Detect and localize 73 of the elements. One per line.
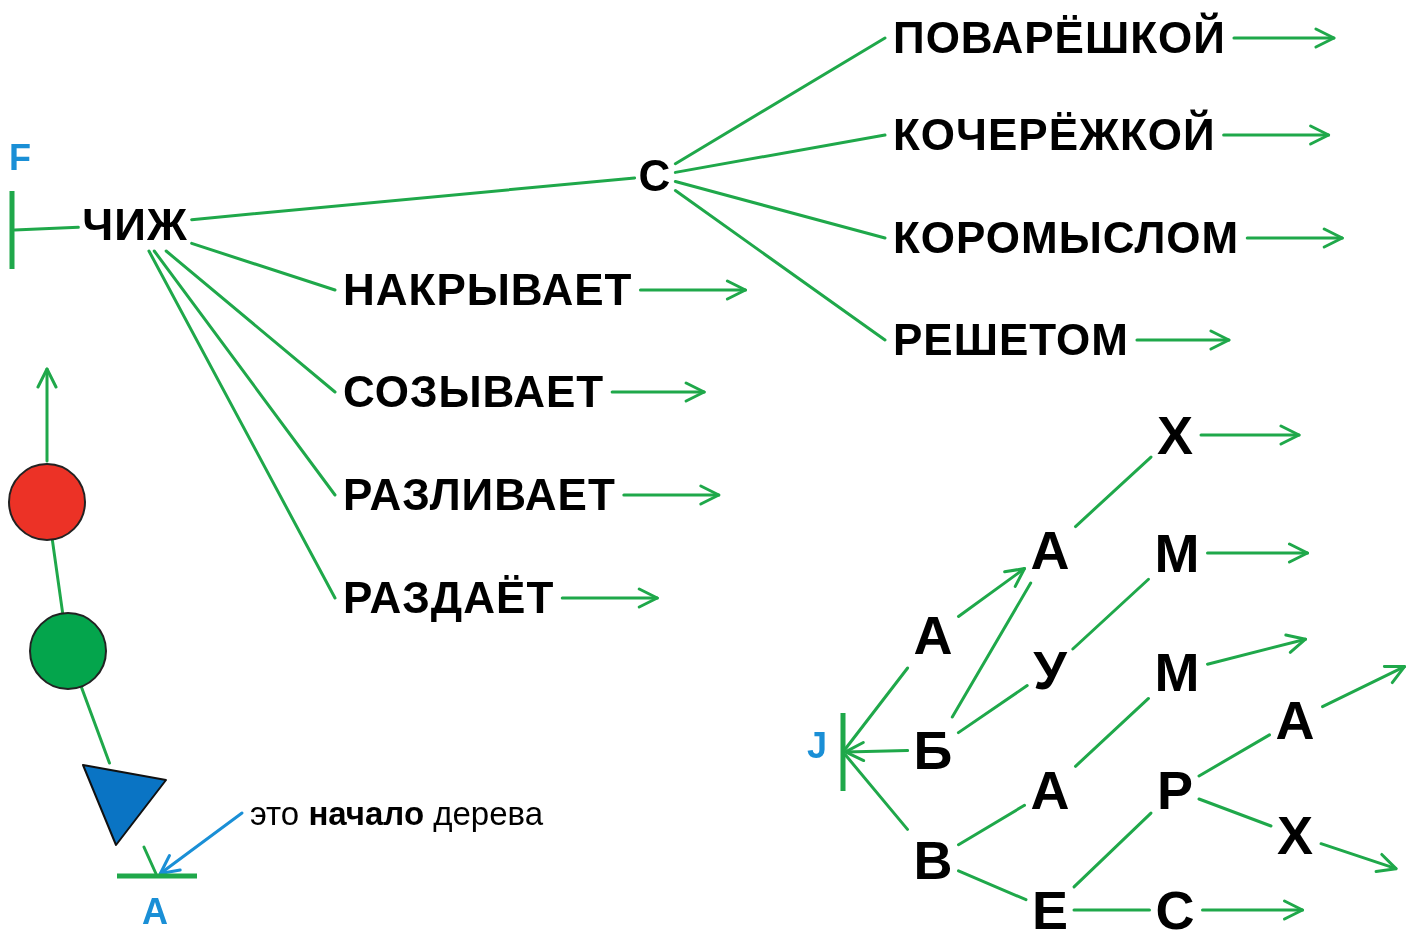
- connector-line: [190, 176, 637, 222]
- arrow: [638, 279, 747, 301]
- arrow: [844, 741, 910, 763]
- arrow: [957, 567, 1026, 618]
- connector-line: [1074, 696, 1150, 768]
- tree-word: НАКРЫВАЕТ: [343, 268, 633, 312]
- arrow: [1199, 424, 1301, 446]
- connector-line: [956, 684, 1029, 735]
- tree-letter: Б: [913, 723, 953, 777]
- triangle-node: [81, 763, 169, 847]
- tree-letter: М: [1154, 526, 1200, 580]
- arrow: [1232, 27, 1336, 49]
- tree-letter: А: [913, 608, 953, 662]
- root-bar: [840, 713, 846, 791]
- tree-letter: А: [1030, 523, 1070, 577]
- tree-tag: F: [9, 140, 31, 176]
- tree-letter: С: [1155, 883, 1195, 937]
- connector-line: [673, 180, 887, 240]
- arrow: [610, 381, 706, 403]
- arrow: [622, 484, 721, 506]
- tree-word: РАЗДАЁТ: [343, 576, 555, 620]
- connector-line: [950, 581, 1033, 719]
- connector-line: [1197, 797, 1273, 828]
- connector-line: [957, 803, 1026, 847]
- connector-line: [1074, 455, 1153, 529]
- connector-line: [1072, 811, 1153, 889]
- tree-letter: У: [1033, 643, 1067, 697]
- tree-letter: А: [1030, 763, 1070, 817]
- tree-letter: В: [913, 833, 953, 887]
- tree-letter: М: [1154, 645, 1200, 699]
- connector-line: [1071, 577, 1150, 651]
- connector-line: [164, 249, 337, 394]
- connector-line: [147, 249, 337, 600]
- tree-word: РЕШЕТОМ: [893, 318, 1129, 362]
- arrow: [1321, 664, 1406, 709]
- tree-word: КОРОМЫСЛОМ: [893, 216, 1240, 260]
- tree-letter: Р: [1157, 763, 1193, 817]
- connector-line: [1072, 908, 1151, 912]
- connector-line: [190, 241, 337, 292]
- connector-line: [673, 36, 887, 166]
- arrow: [1135, 329, 1231, 351]
- note-text: это начало дерева: [250, 796, 544, 830]
- arrow: [1245, 227, 1344, 249]
- connector-line: [673, 189, 887, 342]
- tree-letter: А: [1275, 693, 1315, 747]
- arrow: [1206, 633, 1307, 666]
- tree-word: С: [638, 154, 672, 198]
- connector-line: [1197, 733, 1271, 778]
- arrow: [560, 587, 659, 609]
- tree-letter: Х: [1157, 408, 1193, 462]
- tree-word: РАЗЛИВАЕТ: [343, 473, 616, 517]
- arrow: [1319, 842, 1398, 873]
- arrow: [1201, 899, 1304, 921]
- tree-word: ЧИЖ: [82, 203, 188, 247]
- tree-word: СОЗЫВАЕТ: [343, 370, 605, 414]
- tree-tag: J: [807, 728, 827, 764]
- connector-line: [957, 869, 1028, 902]
- tree-tag: A: [142, 894, 168, 930]
- arrow: [36, 367, 58, 463]
- connector-line: [152, 249, 337, 497]
- arrow: [158, 811, 244, 875]
- arrow: [1206, 542, 1309, 564]
- tree-letter: Х: [1277, 808, 1313, 862]
- connector-line: [844, 666, 910, 751]
- connector-line: [142, 845, 158, 875]
- arrow: [1222, 124, 1331, 146]
- root-bar: [117, 873, 197, 879]
- connector-line: [673, 133, 887, 174]
- tree-letter: Е: [1032, 883, 1068, 937]
- connector-line: [13, 225, 80, 232]
- root-bar: [9, 191, 15, 269]
- connector-line: [50, 539, 65, 614]
- connector-line: [844, 753, 909, 831]
